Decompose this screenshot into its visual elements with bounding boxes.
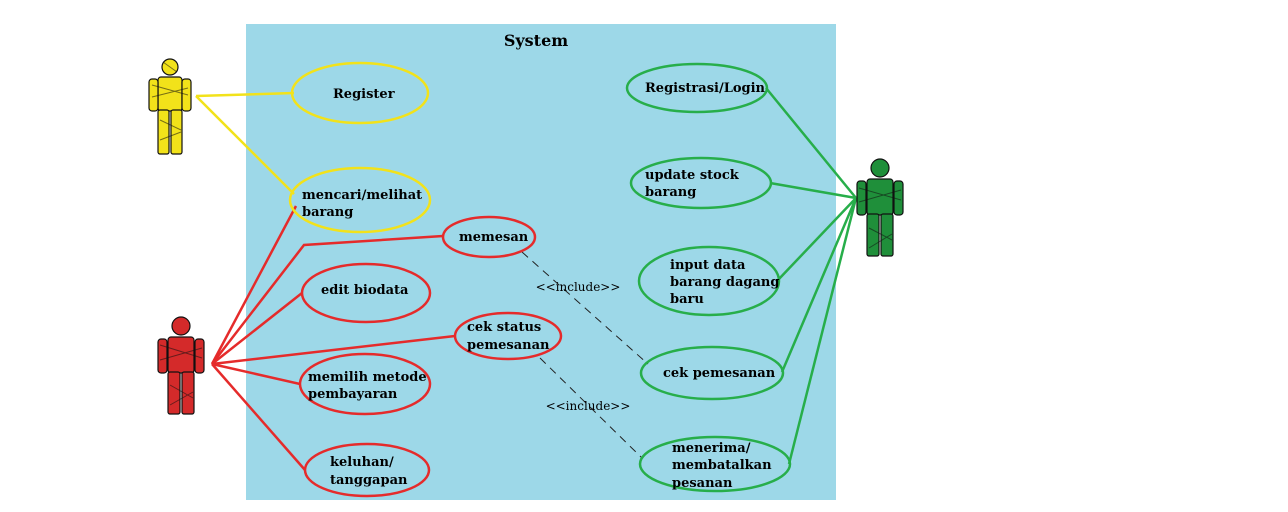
assoc-red-memesan [211, 234, 444, 365]
usecase-input-data-barang [637, 245, 781, 317]
uc-label-cek-pemesanan: cek pemesanan [663, 366, 776, 381]
uc-label-metode-1: memilih metode [308, 370, 427, 385]
system-title: System [504, 31, 568, 50]
yellow-actor-icon [148, 58, 192, 155]
uc-label-input-data-1: input data [670, 258, 746, 273]
usecase-registrasi-login [625, 62, 769, 114]
yellow-associations [195, 91, 295, 195]
usecase-menerima-membatalkan-pesanan [638, 435, 792, 493]
use-case-labels: Register mencari/melihat barang memesan … [302, 81, 779, 491]
uc-label-cek-status-2: pemesanan [467, 338, 550, 353]
uc-label-update-stock-2: barang [645, 185, 696, 200]
uc-label-keluhan-2: tanggapan [330, 473, 408, 488]
uc-label-input-data-2: barang dagang [670, 275, 779, 290]
usecase-cek-pemesanan [639, 345, 785, 401]
assoc-yellow-mencari [195, 95, 295, 195]
usecase-update-stock-barang [629, 156, 773, 210]
uc-label-mencari-2: barang [302, 205, 353, 220]
uc-label-registrasi-login: Registrasi/Login [645, 81, 766, 96]
usecase-mencari-melihat-barang [288, 166, 432, 234]
usecase-cek-status-pemesanan [453, 311, 563, 361]
assoc-green-registrasi [765, 87, 857, 199]
usecase-keluhan-tanggapan [303, 442, 431, 498]
assoc-red-mencari [210, 205, 298, 365]
usecase-edit-biodata [300, 262, 432, 324]
uc-label-memesan: memesan [459, 230, 529, 245]
assoc-green-update-stock [769, 181, 857, 200]
include-lines [521, 251, 649, 459]
uc-label-update-stock-1: update stock [645, 168, 740, 183]
include-label-cek-status: <<include>> [546, 399, 631, 413]
assoc-red-keluhan [211, 363, 306, 471]
uc-label-menerima-2: membatalkan [672, 458, 772, 473]
uc-label-input-data-3: baru [670, 292, 704, 307]
usecase-register [290, 61, 430, 125]
usecase-memilih-metode-pembayaran [298, 352, 432, 416]
green-actor-icon [856, 158, 904, 257]
assoc-green-cek-pemesanan [780, 197, 858, 373]
usecase-memesan [441, 215, 537, 259]
assoc-red-edit-biodata [211, 292, 303, 365]
assoc-red-cek-status [211, 334, 456, 366]
assoc-red-metode [211, 362, 301, 386]
uc-label-edit-biodata: edit biodata [321, 283, 409, 298]
system-boundary [246, 24, 836, 500]
uc-label-cek-status-1: cek status [467, 320, 541, 335]
assoc-yellow-register [195, 91, 295, 98]
include-line-cek-status [539, 357, 643, 459]
uc-label-menerima-3: pesanan [672, 476, 733, 491]
red-associations [210, 205, 456, 471]
uc-label-mencari-1: mencari/melihat [302, 188, 422, 203]
assoc-green-input-data [777, 197, 857, 281]
uc-label-metode-2: pembayaran [308, 387, 398, 402]
uc-label-keluhan-1: keluhan/ [330, 455, 394, 470]
include-line-memesan [521, 251, 649, 365]
use-cases [288, 61, 792, 498]
red-actor-icon [157, 316, 205, 415]
include-label-memesan: <<include>> [536, 280, 621, 294]
uc-label-register: Register [333, 87, 395, 102]
green-associations [765, 87, 858, 465]
uc-label-menerima-1: menerima/ [672, 441, 751, 456]
assoc-green-menerima [787, 197, 858, 465]
